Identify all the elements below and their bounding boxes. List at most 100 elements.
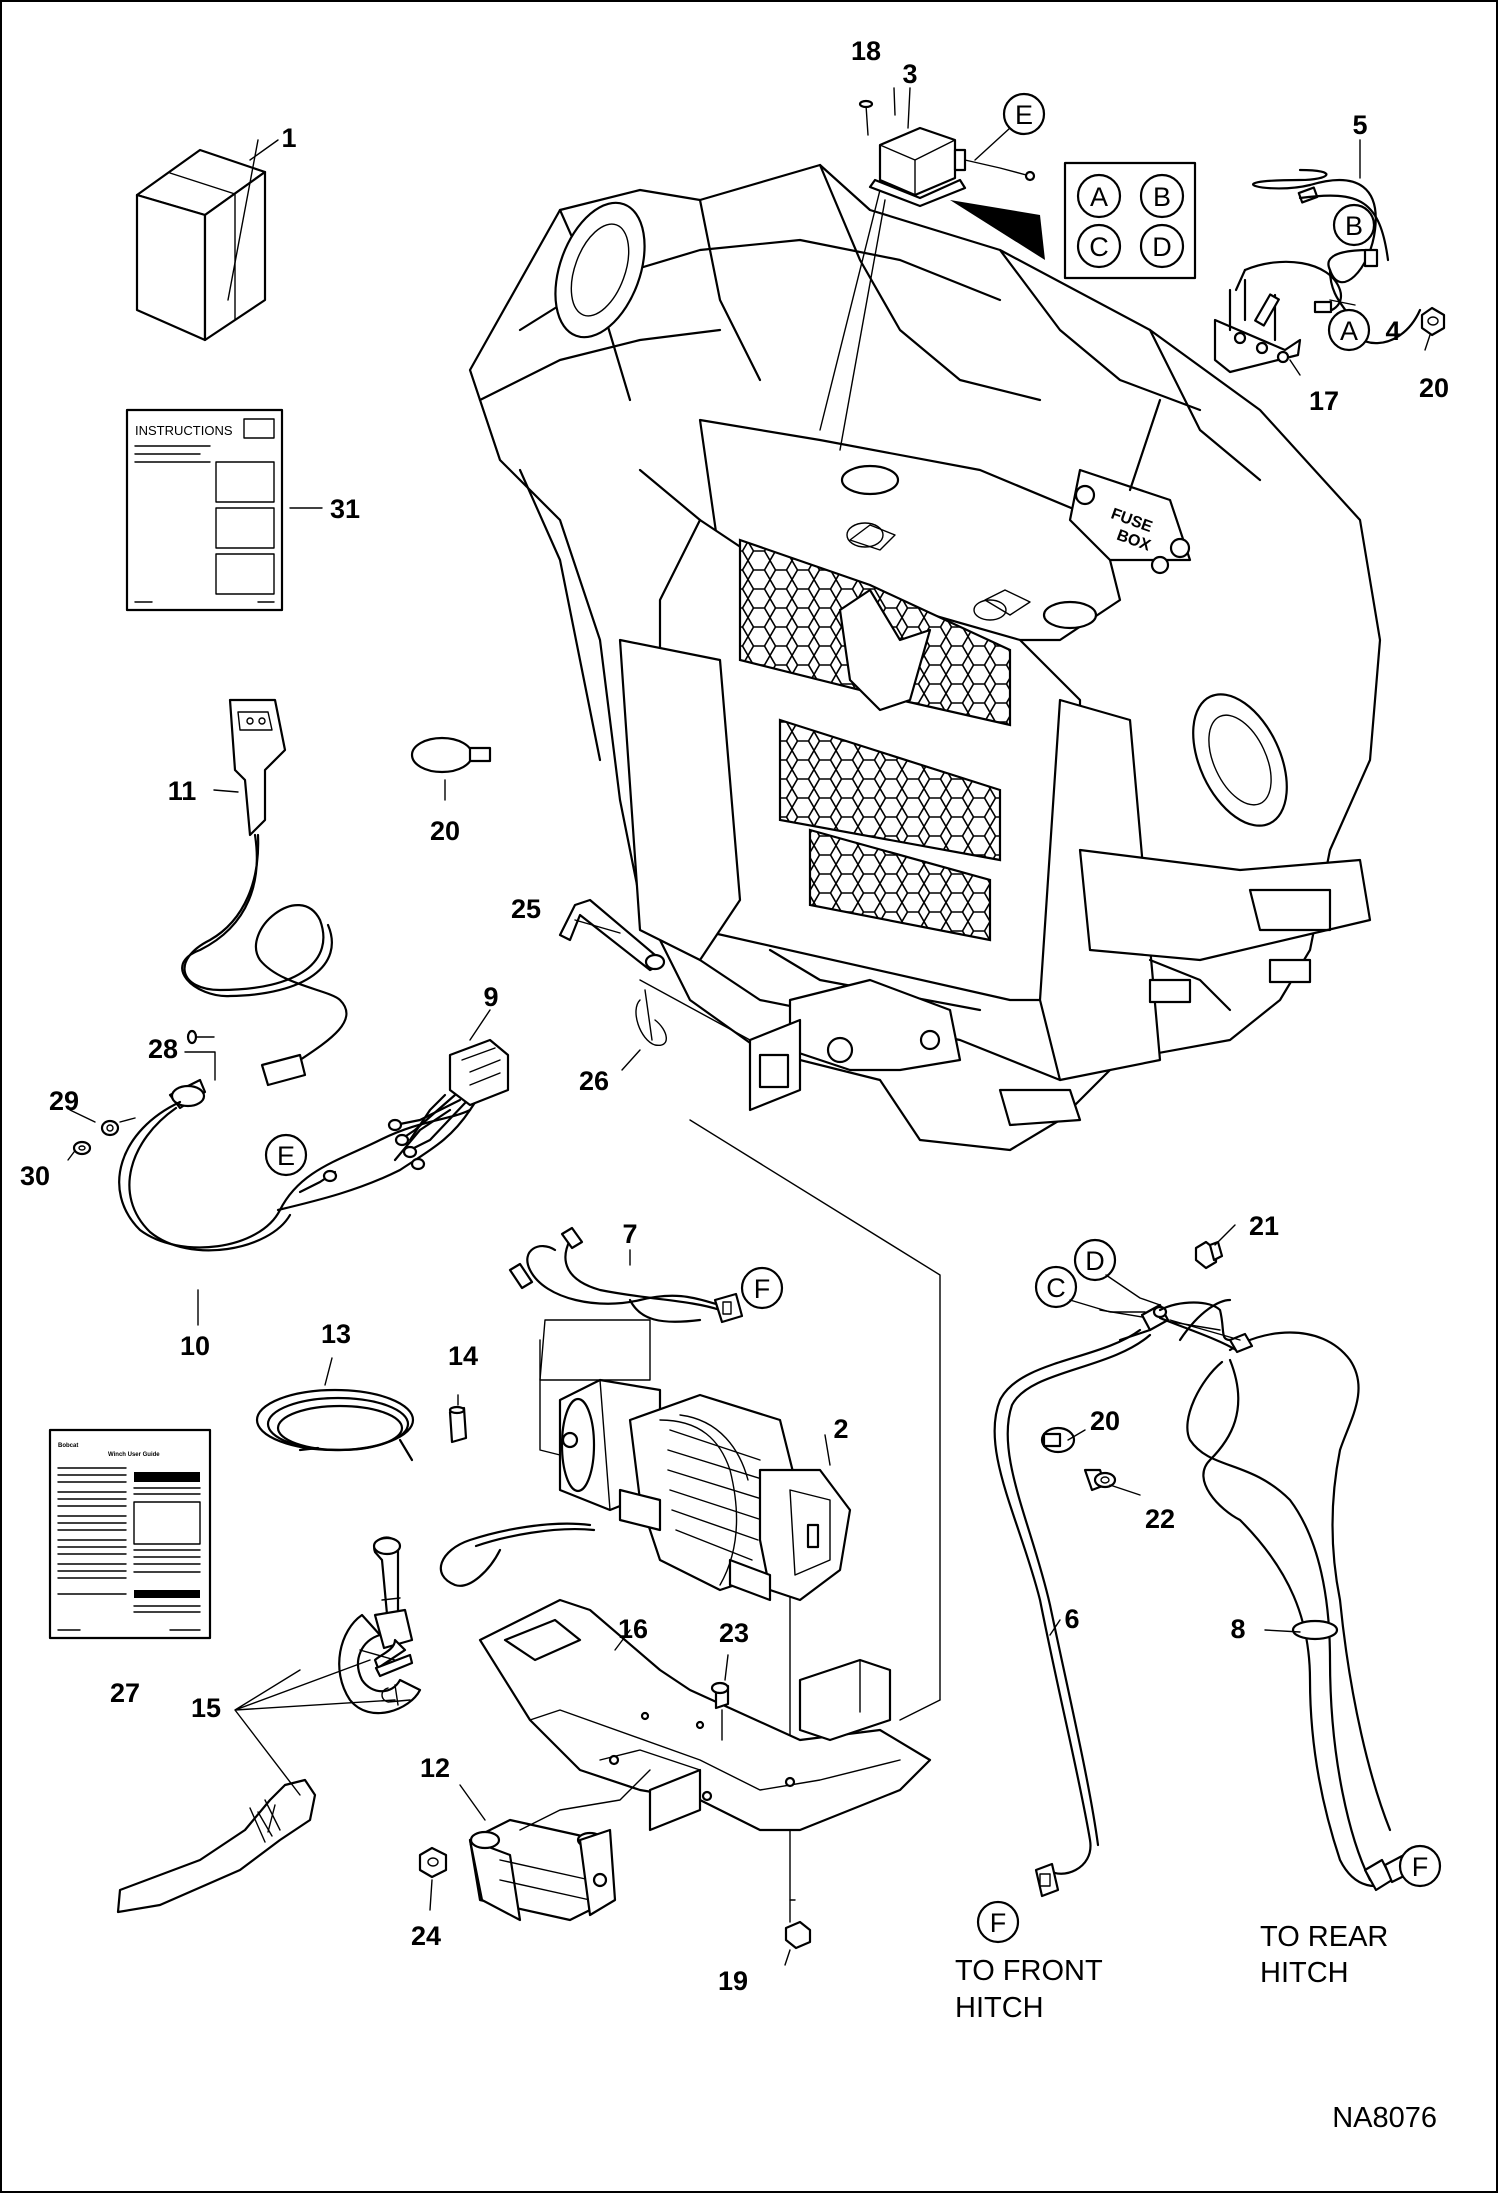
connector-marker-e-top: E	[974, 92, 1046, 161]
part-20-cable-tie-middle	[410, 736, 492, 774]
callout-4: 4	[1385, 316, 1400, 346]
utv-front-body: FUSE BOX	[468, 163, 1382, 1152]
callout-11: 11	[168, 776, 197, 806]
part-18-screw	[858, 99, 874, 136]
callout-23: 23	[719, 1618, 749, 1648]
part-21-terminal	[1194, 1240, 1224, 1270]
part-24-nut	[418, 1846, 448, 1879]
part-13-wire-coil	[255, 1388, 415, 1462]
part-14-sleeve	[448, 1405, 468, 1444]
callout-13: 13	[321, 1319, 351, 1349]
callout-7: 7	[622, 1219, 637, 1249]
callout-15: 15	[191, 1693, 221, 1723]
part-15-clip	[381, 1684, 411, 1706]
guide-title: Winch User Guide	[108, 1452, 160, 1458]
part-29-washer	[100, 1117, 136, 1137]
callout-19: 19	[718, 1966, 748, 1996]
part-5-battery-cable	[1252, 168, 1422, 345]
svg-text:A: A	[1340, 316, 1358, 346]
part-28-screw	[184, 1029, 216, 1081]
svg-text:B: B	[1345, 211, 1363, 241]
callout-3: 3	[902, 59, 917, 89]
detail-view-wedge	[950, 200, 1045, 260]
part-callouts: 1 31 18 3 5 4 17 20 11 20 9 25 26 28 29 …	[20, 36, 1449, 1996]
terminal-legend-box: A B C D	[1063, 161, 1197, 280]
svg-text:E: E	[277, 1141, 295, 1171]
instructions-sheet-title: INSTRUCTIONS	[135, 423, 233, 438]
callout-6: 6	[1064, 1604, 1079, 1634]
connector-marker-f-rear: F	[1398, 1844, 1442, 1888]
part-17-bus-bar	[1213, 278, 1302, 374]
callout-20-lower: 20	[1090, 1406, 1120, 1436]
guide-brand: Bobcat	[58, 1443, 78, 1449]
part-26-hitch-clip	[635, 989, 667, 1046]
front-receiver-hitch	[748, 978, 962, 1112]
destination-rear-line2: HITCH	[1260, 1957, 1349, 1989]
harness-cross-leader	[1169, 1319, 1241, 1341]
svg-text:E: E	[1015, 100, 1033, 130]
part-10-remote-harness	[118, 833, 492, 1252]
part-2-winch	[558, 1378, 852, 1602]
callout-29: 29	[49, 1086, 79, 1116]
callout-28: 28	[148, 1034, 178, 1064]
callout-1: 1	[281, 123, 296, 153]
guide-warning-label: WARNING	[150, 1592, 179, 1598]
part-23-bolt	[710, 1681, 730, 1741]
callout-10: 10	[180, 1331, 210, 1361]
part-19-bolt	[784, 1899, 812, 1950]
connector-marker-f-winch: F	[740, 1266, 784, 1310]
svg-text:D: D	[1085, 1246, 1105, 1276]
part-27-winch-user-guide: Bobcat Winch User Guide DANGER WARNING	[48, 1428, 212, 1640]
diagram-code: NA8076	[1332, 2102, 1437, 2134]
legend-letter-d: D	[1152, 232, 1172, 262]
connector-marker-e-left: E	[264, 1133, 308, 1177]
legend-letter-a: A	[1090, 182, 1108, 212]
part-15-clevis-hook	[338, 1536, 422, 1715]
svg-text:F: F	[1412, 1852, 1429, 1882]
callout-leader-lines	[67, 87, 1431, 1966]
svg-text:C: C	[1046, 1273, 1066, 1303]
part-12-roller-fairlead	[468, 1769, 651, 1922]
destination-front-line2: HITCH	[955, 1992, 1044, 2024]
svg-text:F: F	[990, 1908, 1007, 1938]
winch-wire-rope	[439, 1522, 596, 1587]
callout-24: 24	[411, 1921, 441, 1951]
callout-17: 17	[1309, 386, 1339, 416]
callout-8: 8	[1230, 1614, 1245, 1644]
part-30-nut	[72, 1140, 92, 1156]
part-1-box	[135, 139, 267, 342]
part-9-connector-plug	[322, 1038, 510, 1183]
part-7-winch-power-harness	[508, 1226, 744, 1324]
guide-danger-label: DANGER	[150, 1476, 176, 1482]
harness-c-leader	[1069, 1299, 1146, 1313]
connector-marker-f-front: F	[976, 1900, 1020, 1944]
svg-text:F: F	[754, 1274, 771, 1304]
callout-27: 27	[110, 1678, 140, 1708]
winch-receiver-tube	[648, 1658, 892, 1832]
destination-rear-line1: TO REAR	[1260, 1921, 1388, 1953]
callout-2: 2	[833, 1414, 848, 1444]
part-31-instructions-sheet: INSTRUCTIONS	[125, 408, 284, 612]
callout-21: 21	[1249, 1211, 1279, 1241]
legend-letter-c: C	[1089, 232, 1109, 262]
part-15-hook-strap	[116, 1778, 317, 1914]
part-25-hitch-pin	[558, 898, 666, 972]
connector-marker-c-harness: C	[1034, 1265, 1078, 1309]
harness-d-leader	[1105, 1274, 1161, 1306]
part-8-rear-hitch-harness	[1178, 1298, 1410, 1892]
callout-18: 18	[851, 36, 881, 66]
part-20-nut-top	[1420, 306, 1446, 337]
callout-26: 26	[579, 1066, 609, 1096]
callout-25: 25	[511, 894, 541, 924]
callout-30: 30	[20, 1161, 50, 1191]
callout-22: 22	[1145, 1504, 1175, 1534]
callout-16: 16	[618, 1614, 648, 1644]
callout-5: 5	[1352, 110, 1367, 140]
callout-9: 9	[483, 982, 498, 1012]
callout-20-middle: 20	[430, 816, 460, 846]
part-6-front-hitch-harness	[993, 1328, 1152, 1898]
callout-12: 12	[420, 1753, 450, 1783]
part-20-cable-tie-lower	[1040, 1426, 1076, 1454]
